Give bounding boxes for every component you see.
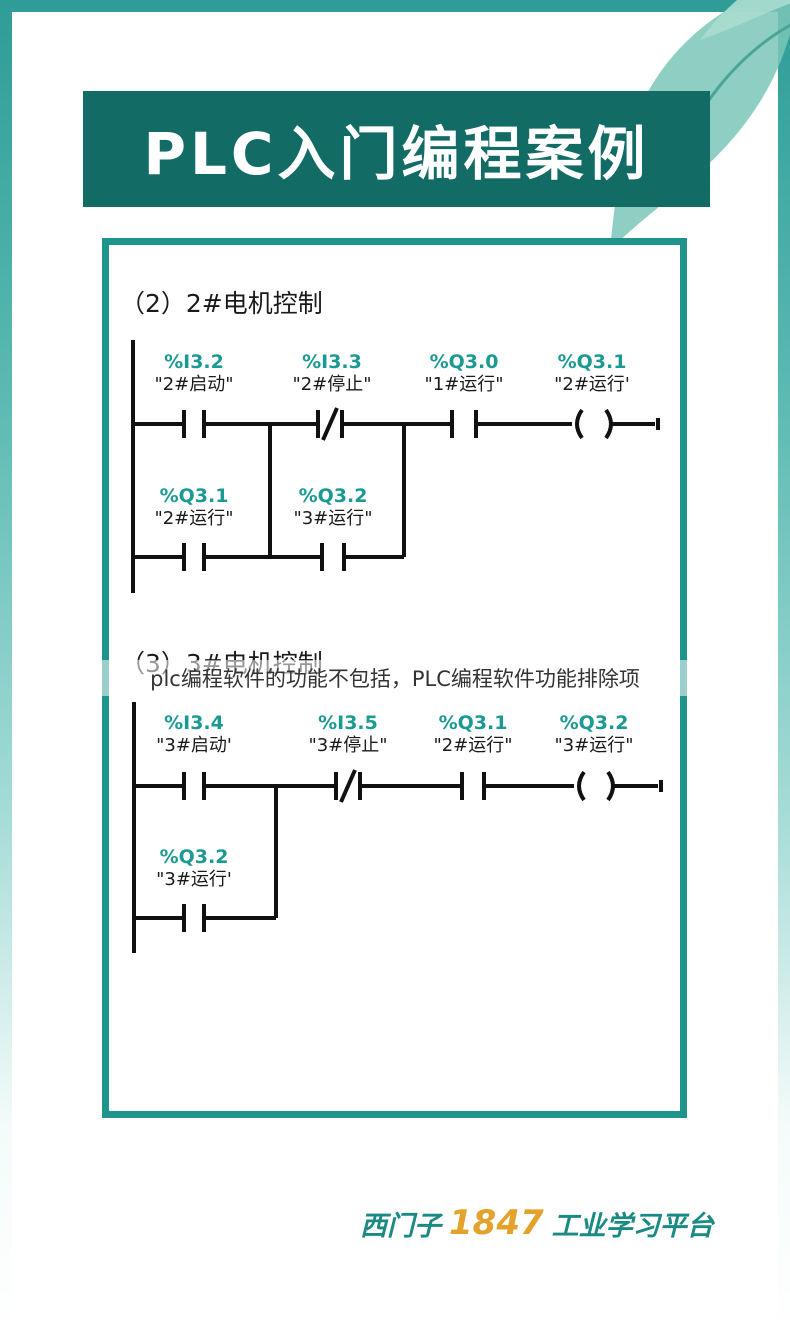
contact-label: %I3.2 "2#启动" <box>124 351 264 397</box>
page-title: PLC入门编程案例 <box>143 120 650 188</box>
coil-label: %Q3.2 "3#运行" <box>524 712 664 758</box>
tag-label: "2#启动" <box>154 374 234 395</box>
address-label: %Q3.2 <box>559 712 629 734</box>
footer-number: 1847 <box>449 1203 544 1243</box>
tag-label: "2#运行" <box>154 508 234 529</box>
contact-label: %Q3.1 "2#运行" <box>124 485 264 531</box>
footer-logo: 西门子 1847 工业学习平台 <box>360 1193 720 1253</box>
address-label: %I3.4 <box>164 712 224 734</box>
footer-brand: 西门子 <box>360 1210 441 1242</box>
contact-label: %Q3.2 "3#运行" <box>263 485 403 531</box>
overlay-caption-text: plc编程软件的功能不包括，PLC编程软件功能排除项 <box>150 667 640 691</box>
footer-subtitle: 工业学习平台 <box>551 1210 714 1242</box>
contact-label: %I3.5 "3#停止" <box>278 712 418 758</box>
contact-label: %Q3.2 "3#运行' <box>124 846 264 892</box>
tag-label: "3#启动' <box>156 735 232 756</box>
tag-label: "3#停止" <box>308 735 388 756</box>
address-label: %Q3.1 <box>557 351 627 373</box>
address-label: %Q3.2 <box>159 846 229 868</box>
tag-label: "1#运行" <box>424 374 504 395</box>
tag-label: "2#停止" <box>292 374 372 395</box>
contact-label: %Q3.0 "1#运行" <box>394 351 534 397</box>
overlay-caption: plc编程软件的功能不包括，PLC编程软件功能排除项 <box>95 660 695 696</box>
contact-label: %Q3.1 "2#运行" <box>403 712 543 758</box>
tag-label: "3#运行" <box>293 508 373 529</box>
address-label: %I3.5 <box>318 712 378 734</box>
contact-label: %I3.3 "2#停止" <box>262 351 402 397</box>
tag-label: "3#运行" <box>554 735 634 756</box>
address-label: %Q3.0 <box>429 351 499 373</box>
tag-label: "2#运行' <box>554 374 630 395</box>
address-label: %Q3.2 <box>298 485 368 507</box>
tag-label: "2#运行" <box>433 735 513 756</box>
section-2-title: （2）2#电机控制 <box>120 289 323 318</box>
address-label: %Q3.1 <box>159 485 229 507</box>
contact-label: %I3.4 "3#启动' <box>124 712 264 758</box>
address-label: %Q3.1 <box>438 712 508 734</box>
tag-label: "3#运行' <box>156 869 232 890</box>
address-label: %I3.2 <box>164 351 224 373</box>
title-banner: PLC入门编程案例 <box>83 91 710 207</box>
coil-label: %Q3.1 "2#运行' <box>522 351 662 397</box>
address-label: %I3.3 <box>302 351 362 373</box>
